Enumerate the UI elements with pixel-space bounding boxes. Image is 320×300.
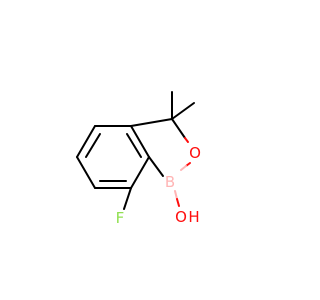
oxaborole-ring xyxy=(130,118,191,177)
double-bond-c2-c3 xyxy=(85,133,101,158)
gem-dimethyl xyxy=(171,91,195,120)
bond-c5-f xyxy=(123,187,132,210)
bond-c2-c3 xyxy=(76,125,96,158)
bond-cq-o xyxy=(171,118,186,139)
bond-b-c6 xyxy=(148,156,164,177)
atom-boron: B xyxy=(165,173,175,191)
bond-c1-cq xyxy=(130,118,173,127)
bond-cq-o-hetero xyxy=(184,137,189,143)
atom-fluorine: F xyxy=(116,209,125,227)
atom-hydroxyl-oxygen: O xyxy=(175,208,187,226)
bond-o-b-lower xyxy=(180,165,187,171)
bond-c3-c4 xyxy=(76,156,96,189)
bond-c5-c6 xyxy=(130,156,150,189)
benzene-ring xyxy=(76,125,150,189)
molecule-diagram: O B F O H xyxy=(76,91,201,227)
atom-hydroxyl-hydrogen: H xyxy=(188,208,199,226)
double-bond-c6-c1 xyxy=(126,133,142,158)
bond-c6-c1 xyxy=(130,125,150,158)
atom-oxygen-ring: O xyxy=(189,144,201,162)
bond-b-oh-lower xyxy=(176,198,180,207)
bond-b-oh-upper xyxy=(174,190,178,200)
bond-cq-methyl-2 xyxy=(171,102,195,120)
